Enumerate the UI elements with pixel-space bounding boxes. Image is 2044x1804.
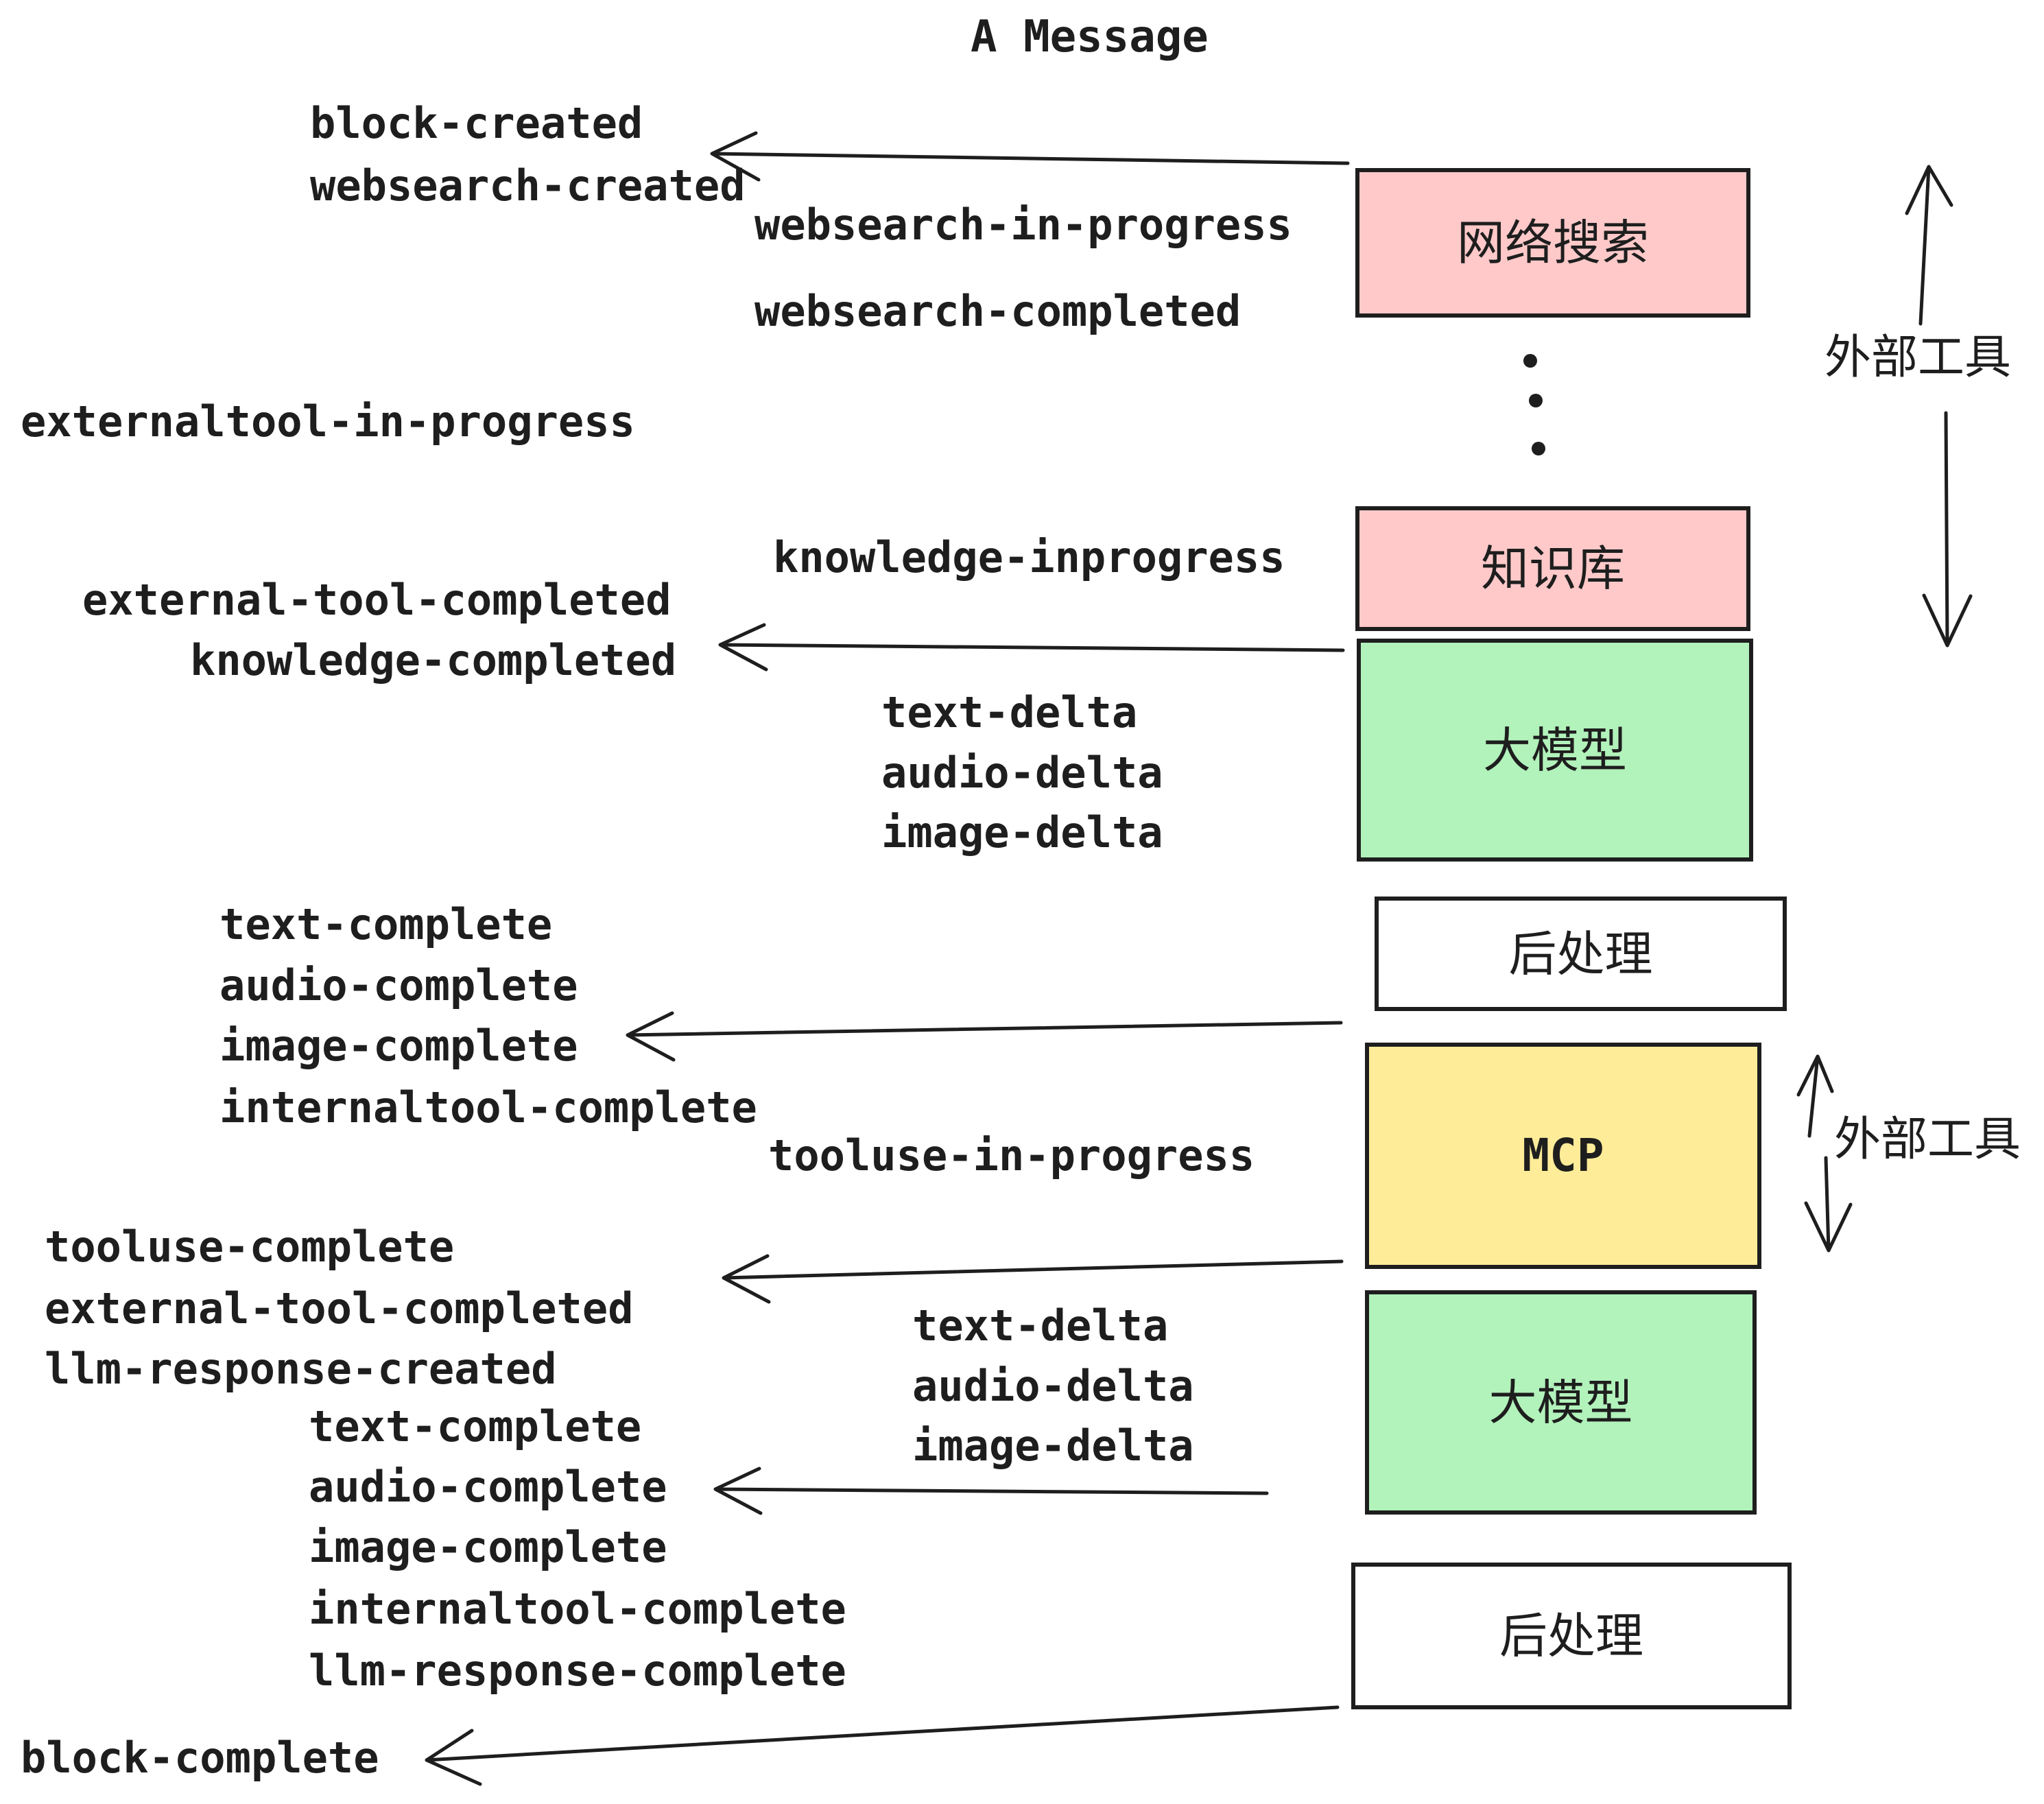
- event-label-image-delta-1: image-delta: [881, 807, 1163, 857]
- event-label-llm-response-complete: llm-response-complete: [309, 1646, 846, 1696]
- box-llm-2-label: 大模型: [1488, 1375, 1633, 1429]
- event-label-external-tool-completed-1: external-tool-completed: [82, 575, 672, 625]
- event-label-knowledge-completed: knowledge-completed: [190, 635, 677, 685]
- arrow-websearch-to-created: [710, 131, 1350, 182]
- event-label-knowledge-inprogress: knowledge-inprogress: [773, 532, 1285, 582]
- box-mcp: MCP: [1365, 1043, 1761, 1269]
- event-label-websearch-created: websearch-created: [310, 161, 746, 211]
- event-label-text-complete-1: text-complete: [219, 899, 553, 949]
- arrow-external-tools-bottom-up: [1796, 1054, 1834, 1138]
- arrow-mcp-to-tooluse-complete: [722, 1254, 1344, 1304]
- box-postprocess-1-label: 后处理: [1508, 927, 1653, 981]
- event-label-image-complete-2: image-complete: [309, 1522, 667, 1572]
- box-llm-1: 大模型: [1357, 639, 1753, 862]
- box-websearch-label: 网络搜索: [1457, 216, 1649, 270]
- box-postprocess-1: 后处理: [1375, 897, 1787, 1011]
- event-label-audio-complete-2: audio-complete: [309, 1462, 667, 1512]
- event-label-external-tool-completed-2: external-tool-completed: [45, 1283, 634, 1333]
- box-websearch: 网络搜索: [1355, 168, 1750, 318]
- event-label-image-complete-1: image-complete: [219, 1021, 578, 1071]
- event-label-text-delta-1: text-delta: [881, 687, 1138, 737]
- dot-1: [1523, 354, 1537, 368]
- event-label-websearch-completed: websearch-completed: [754, 286, 1241, 336]
- event-label-text-delta-2: text-delta: [912, 1301, 1169, 1351]
- event-label-tooluse-in-progress: tooluse-in-progress: [768, 1130, 1255, 1180]
- arrow-llm1-to-knowledge-completed: [718, 623, 1345, 672]
- box-knowledge: 知识库: [1355, 506, 1750, 631]
- event-label-audio-delta-2: audio-delta: [912, 1361, 1194, 1411]
- event-label-image-delta-2: image-delta: [912, 1421, 1194, 1471]
- box-postprocess-2: 后处理: [1351, 1563, 1792, 1709]
- event-label-websearch-in-progress: websearch-in-progress: [754, 200, 1292, 250]
- event-label-llm-response-created: llm-response-created: [45, 1344, 557, 1394]
- event-label-internaltool-complete-2: internaltool-complete: [309, 1584, 846, 1634]
- box-mcp-label: MCP: [1522, 1129, 1604, 1182]
- arrow-external-tools-bottom-down: [1804, 1156, 1853, 1253]
- event-label-text-complete-2: text-complete: [309, 1401, 642, 1451]
- arrow-postprocess2-to-block-complete: [425, 1705, 1340, 1786]
- ellipsis-dots: [1523, 354, 1545, 455]
- diagram-title: A Message: [971, 12, 1209, 62]
- event-label-audio-delta-1: audio-delta: [881, 748, 1163, 798]
- event-label-externaltool-in-progress: externaltool-in-progress: [21, 396, 635, 447]
- box-postprocess-2-label: 后处理: [1499, 1609, 1643, 1663]
- arrow-external-tools-top-down: [1922, 411, 1973, 648]
- box-llm-1-label: 大模型: [1483, 723, 1627, 777]
- arrow-llm2-to-audio-complete: [713, 1467, 1269, 1515]
- event-label-tooluse-complete: tooluse-complete: [45, 1222, 455, 1272]
- dot-3: [1532, 442, 1545, 455]
- event-label-internaltool-complete-1: internaltool-complete: [219, 1082, 757, 1132]
- event-label-block-created: block-created: [310, 98, 643, 148]
- event-label-block-complete: block-complete: [21, 1733, 379, 1783]
- external-tools-label-top: 外部工具: [1825, 331, 2012, 383]
- arrow-external-tools-top-up: [1905, 165, 1953, 326]
- external-tools-label-bottom: 外部工具: [1834, 1113, 2021, 1165]
- box-llm-2: 大模型: [1365, 1290, 1757, 1515]
- arrow-postprocess1-to-image-complete: [626, 1011, 1343, 1062]
- dot-2: [1529, 394, 1543, 407]
- event-label-audio-complete-1: audio-complete: [219, 960, 578, 1010]
- box-knowledge-label: 知识库: [1481, 542, 1625, 595]
